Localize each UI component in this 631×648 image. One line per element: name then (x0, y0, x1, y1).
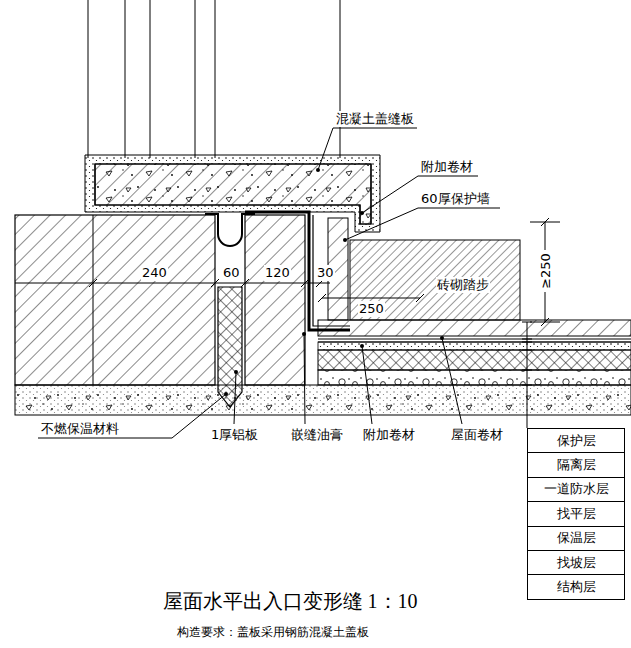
dimension-label: ≥250 (538, 252, 554, 290)
drawing-title: 屋面水平出入口变形缝 1：10 (60, 588, 520, 615)
layer-name: 一道防水层 (544, 480, 609, 498)
callout-label: 嵌缝油膏 (290, 427, 344, 443)
drawing-part (304, 334, 305, 424)
drawing-part (218, 287, 242, 407)
drawing-part (88, 0, 340, 158)
dimension-label: 250 (358, 301, 385, 317)
drawing-part (322, 298, 420, 299)
layer-name: 保护层 (557, 432, 596, 450)
callout-label: 60厚保护墙 (420, 191, 491, 207)
drawing-part (245, 212, 350, 330)
layer-cell: 一道防水层 (527, 477, 625, 502)
dimension-label: 120 (264, 265, 291, 281)
drawing-part (345, 208, 500, 240)
callout-label: 附加卷材 (362, 427, 416, 443)
brick-step (350, 240, 520, 320)
drawing-part (527, 322, 528, 428)
joint-insulation (205, 214, 255, 407)
drawing-part (15, 385, 631, 415)
dimension-line (15, 218, 560, 326)
drawing-part (316, 168, 320, 172)
callout-label: 砖砌踏步 (436, 277, 490, 293)
callout-label: 混凝土盖缝板 (335, 111, 415, 127)
drawing-part (302, 332, 306, 336)
drawing-part (318, 320, 631, 336)
drawing-part (15, 215, 215, 385)
structural-slab (15, 385, 631, 415)
drawing-part (15, 385, 631, 415)
drawing-part (318, 342, 631, 350)
drawing-caption: 构造要求：盖板采用钢筋混凝土盖板 (60, 624, 485, 641)
layer-name: 找坡层 (557, 554, 596, 572)
dimension-label: 30 (316, 265, 335, 281)
dimension-label: 240 (141, 265, 168, 281)
callout-label: 不燃保温材料 (40, 421, 120, 437)
layer-name: 隔离层 (557, 456, 596, 474)
membrane (245, 212, 350, 330)
drawing-part (93, 215, 94, 385)
drawing-part (440, 336, 444, 340)
drawing-part (545, 292, 546, 322)
callout-label: 屋面卷材 (450, 427, 504, 443)
drawing-part (442, 338, 462, 424)
drawing-part (224, 392, 228, 396)
layer-cell: 保温层 (527, 526, 625, 551)
drawing-part (545, 222, 546, 250)
drawing-part (38, 394, 226, 438)
drawing-part (234, 370, 238, 374)
drawing-part (15, 283, 330, 284)
roof-layers (318, 320, 631, 385)
layer-cell: 结构层 (527, 574, 625, 599)
drawing-part (522, 322, 532, 385)
drawing-part (234, 372, 236, 424)
layer-name: 结构层 (557, 578, 596, 596)
drawing-part (362, 346, 372, 424)
drawing-part (360, 211, 364, 215)
dimension-label: 60 (222, 265, 241, 281)
callout-label: 1厚铝板 (210, 427, 259, 443)
drawing-part (313, 215, 350, 326)
drawing-part (343, 238, 347, 242)
leader-dot (224, 168, 444, 396)
drawing-part (350, 240, 520, 320)
layer-cell: 找坡层 (527, 550, 625, 575)
drawing-part (205, 214, 255, 246)
layer-name: 找平层 (557, 505, 596, 523)
drawing-part (318, 128, 417, 170)
drawing-part (318, 339, 631, 340)
drawing-part (245, 215, 305, 385)
leader-line (38, 128, 532, 438)
layer-cell: 找平层 (527, 501, 625, 526)
upper-wall (88, 0, 340, 158)
layer-cell: 隔离层 (527, 452, 625, 477)
layer-name: 保温层 (557, 529, 596, 547)
drawing-part (360, 344, 364, 348)
wall (15, 215, 348, 385)
layer-cell: 保护层 (527, 428, 625, 453)
callout-label: 附加卷材 (420, 159, 474, 175)
